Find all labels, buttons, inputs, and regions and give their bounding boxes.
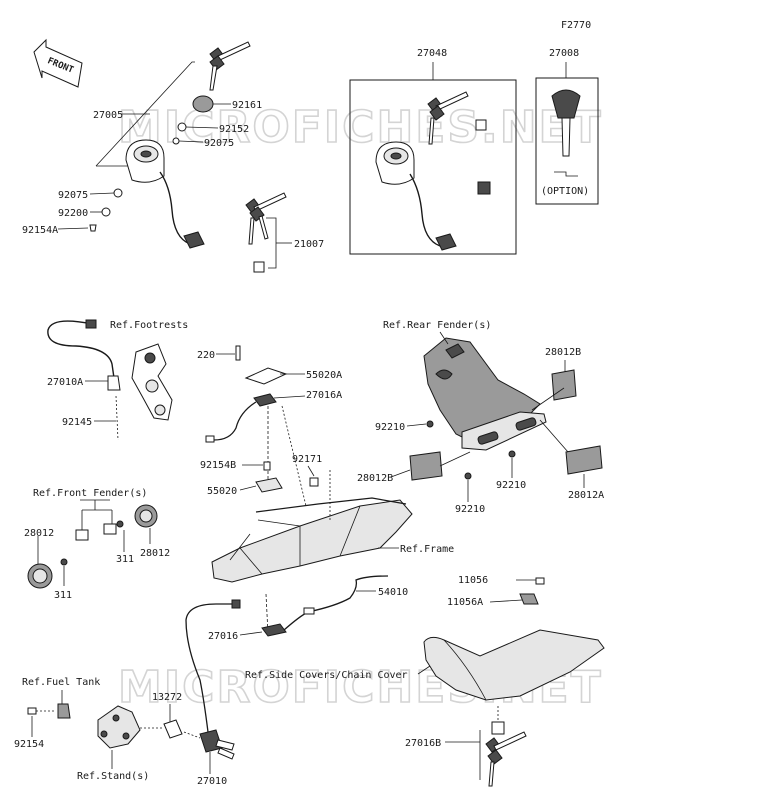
callout-92210-left: 92210 xyxy=(375,422,405,433)
callout-27016: 27016 xyxy=(208,631,238,642)
callout-28012-left: 28012 xyxy=(24,528,54,539)
frame-icon xyxy=(211,499,413,583)
callout-55020: 55020 xyxy=(207,486,237,497)
ref-fuel-tank: Ref.Fuel Tank xyxy=(22,677,100,688)
ref-footrests: Ref.Footrests xyxy=(110,320,188,331)
callout-92171: 92171 xyxy=(292,454,322,465)
callout-92075-top: 92075 xyxy=(204,138,234,149)
callout-55020A: 55020A xyxy=(306,370,342,381)
callout-92210-bottom: 92210 xyxy=(455,504,485,515)
connector-icon xyxy=(183,231,205,249)
ref-stands: Ref.Stand(s) xyxy=(77,771,149,782)
key-set-group xyxy=(245,192,292,273)
callout-13272: 13272 xyxy=(152,692,182,703)
callout-311-right: 311 xyxy=(116,554,134,565)
callout-92200: 92200 xyxy=(58,208,88,219)
side-cover-group xyxy=(423,577,605,787)
ref-front-fender: Ref.Front Fender(s) xyxy=(33,488,147,499)
callout-21007: 21007 xyxy=(294,239,324,250)
callout-92210-right: 92210 xyxy=(496,480,526,491)
reflector-icon xyxy=(565,445,603,475)
center-switch-group xyxy=(205,345,413,637)
callout-28012B-top: 28012B xyxy=(545,347,581,358)
callout-11056A: 11056A xyxy=(447,597,483,608)
washer-icon xyxy=(172,137,180,145)
callout-28012B-left: 28012B xyxy=(357,473,393,484)
ignition-kit-group xyxy=(375,91,491,251)
stand-bracket-icon xyxy=(97,705,141,749)
rear-fender-group xyxy=(409,337,603,481)
callout-27048: 27048 xyxy=(417,48,447,59)
bracket-icon xyxy=(244,367,288,385)
callout-92152: 92152 xyxy=(219,124,249,135)
front-reflector-group xyxy=(27,499,158,589)
reflector-icon xyxy=(551,369,577,401)
callout-220: 220 xyxy=(197,350,215,361)
ref-frame: Ref.Frame xyxy=(400,544,454,555)
side-cover-icon xyxy=(423,629,605,701)
washer-icon xyxy=(177,122,187,132)
callout-92145: 92145 xyxy=(62,417,92,428)
figure-code: F2770 xyxy=(561,20,591,31)
callout-27010A: 27010A xyxy=(47,377,83,388)
callout-27010: 27010 xyxy=(197,776,227,787)
callout-28012-right: 28012 xyxy=(140,548,170,559)
callout-11056: 11056 xyxy=(458,575,488,586)
spacer-icon xyxy=(57,703,71,719)
lock-cylinder-icon xyxy=(491,721,505,735)
callout-92154: 92154 xyxy=(14,739,44,750)
front-arrow-icon: FRONT xyxy=(33,38,83,88)
callout-27008: 27008 xyxy=(549,48,579,59)
callout-27016A: 27016A xyxy=(306,390,342,401)
callout-92161: 92161 xyxy=(232,100,262,111)
callout-27005: 27005 xyxy=(93,110,123,121)
key-icon xyxy=(209,41,251,91)
option-label: (OPTION) xyxy=(541,186,589,197)
callout-92154B: 92154B xyxy=(200,460,236,471)
stand-switch-group xyxy=(27,599,241,760)
cap-icon xyxy=(192,95,214,113)
callout-27016B: 27016B xyxy=(405,738,441,749)
reflector-icon xyxy=(409,451,443,481)
ref-side-covers: Ref.Side Covers/Chain Cover xyxy=(245,670,408,681)
blank-key-icon xyxy=(551,89,581,157)
callout-311-left: 311 xyxy=(54,590,72,601)
ignition-switch-group xyxy=(89,41,251,249)
connector-icon xyxy=(435,233,457,251)
callout-92154A: 92154A xyxy=(22,225,58,236)
callout-28012A: 28012A xyxy=(568,490,604,501)
bracket-icon xyxy=(255,477,283,493)
ref-rear-fender: Ref.Rear Fender(s) xyxy=(383,320,491,331)
callout-92075-side: 92075 xyxy=(58,190,88,201)
side-stand-switch-group xyxy=(47,319,173,441)
lock-cylinder-icon xyxy=(253,261,265,273)
assembly-box-27008 xyxy=(535,77,599,205)
callout-54010: 54010 xyxy=(378,587,408,598)
